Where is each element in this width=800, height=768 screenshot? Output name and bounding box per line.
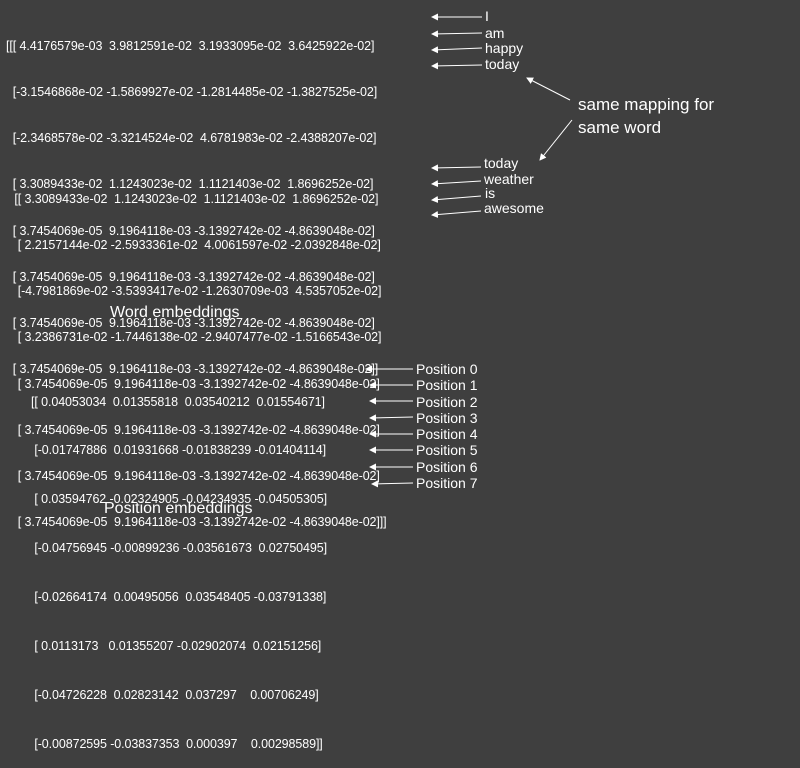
word-label-today-2: today — [484, 155, 519, 171]
matrix-row: [ 3.7454069e-05 9.1964118e-03 -3.1392742… — [11, 422, 380, 437]
matrix-row: [-4.7981869e-02 -3.5393417e-02 -1.263070… — [11, 284, 382, 299]
arrow-word-today — [431, 62, 483, 70]
matrix-row: [ 0.03594762 -0.02324905 -0.04234935 -0.… — [31, 492, 327, 507]
matrix-row: [ 0.0113173 0.01355207 -0.02902074 0.021… — [31, 639, 322, 654]
matrix-row: [[ 0.04053034 0.01355818 0.03540212 0.01… — [31, 394, 325, 409]
arrow-same-mapping-top — [526, 77, 571, 101]
word-label-am: am — [485, 25, 505, 41]
arrow-position-3 — [369, 414, 414, 422]
arrow-word-is — [431, 195, 482, 204]
matrix-row: [ 3.7454069e-05 9.1964118e-03 -3.1392742… — [6, 269, 375, 284]
matrix-row: [ 3.7454069e-05 9.1964118e-03 -3.1392742… — [11, 515, 387, 530]
note-line: same word — [578, 118, 662, 137]
position-label-5: Position 5 — [416, 442, 478, 458]
matrix-row: [ 3.7454069e-05 9.1964118e-03 -3.1392742… — [6, 362, 379, 377]
matrix-row: [-0.04756945 -0.00899236 -0.03561673 0.0… — [31, 541, 327, 556]
arrow-word-today-2 — [431, 164, 482, 172]
word-label-today: today — [485, 56, 520, 72]
arrow-position-7 — [371, 480, 414, 488]
arrows-layer — [365, 13, 573, 488]
matrix-row: [-2.3468578e-02 -3.3214524e-02 4.6781983… — [6, 131, 377, 146]
matrix-row: [-0.04726228 0.02823142 0.037297 0.00706… — [31, 687, 319, 702]
arrow-same-mapping-bottom — [539, 119, 573, 161]
matrix-row: [ 2.2157144e-02 -2.5933361e-02 4.0061597… — [11, 238, 381, 253]
position-label-3: Position 3 — [416, 410, 478, 426]
word-label-happy: happy — [485, 40, 524, 56]
note-line: same mapping for — [578, 95, 715, 114]
arrow-word-am — [431, 30, 483, 38]
arrow-word-happy — [431, 46, 483, 54]
arrow-word-weather — [431, 180, 482, 188]
word-embeddings-caption: Word embeddings — [110, 304, 240, 321]
position-label-4: Position 4 — [416, 426, 478, 442]
word-embedding-matrix-2: [[ 3.3089433e-02 1.1243023e-02 1.1121403… — [11, 161, 387, 546]
matrix-row: [ 3.2386731e-02 -1.7446138e-02 -2.940747… — [11, 330, 382, 345]
matrix-row: [ 3.7454069e-05 9.1964118e-03 -3.1392742… — [6, 316, 375, 331]
position-label-6: Position 6 — [416, 459, 478, 475]
word-embedding-matrix-1: [[[ 4.4176579e-03 3.9812591e-02 3.193309… — [6, 8, 378, 393]
matrix-row: [ 3.7454069e-05 9.1964118e-03 -3.1392742… — [6, 223, 375, 238]
matrix-row: [-0.00872595 -0.03837353 0.000397 0.0029… — [31, 736, 323, 751]
matrix-row: [[[ 4.4176579e-03 3.9812591e-02 3.193309… — [6, 38, 375, 53]
position-label-2: Position 2 — [416, 394, 478, 410]
word-label-is: is — [485, 185, 496, 201]
matrix-row: [ 3.7454069e-05 9.1964118e-03 -3.1392742… — [11, 469, 380, 484]
position-label-0: Position 0 — [416, 361, 478, 377]
word-label-weather: weather — [484, 171, 534, 187]
matrix-row: [ 3.3089433e-02 1.1243023e-02 1.1121403e… — [6, 177, 374, 192]
position-label-7: Position 7 — [416, 475, 478, 491]
word-label-awesome: awesome — [484, 200, 544, 216]
arrow-word-awesome — [431, 210, 482, 219]
matrix-row: [ 3.7454069e-05 9.1964118e-03 -3.1392742… — [11, 376, 380, 391]
position-embeddings-caption: Position embeddings — [104, 500, 253, 517]
word-label-i: I — [485, 8, 489, 24]
matrix-row: [[ 3.3089433e-02 1.1243023e-02 1.1121403… — [11, 191, 379, 206]
matrix-row: [-3.1546868e-02 -1.5869927e-02 -1.281448… — [6, 85, 378, 100]
position-label-1: Position 1 — [416, 377, 478, 393]
matrix-row: [-0.01747886 0.01931668 -0.01838239 -0.0… — [31, 443, 327, 458]
same-mapping-note: same mapping for same word — [578, 93, 714, 139]
